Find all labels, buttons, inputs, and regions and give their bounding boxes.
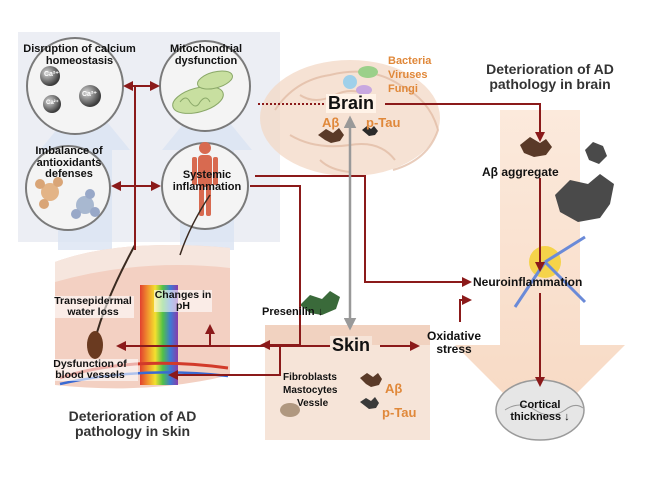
systemic-label: Systemic inflammation <box>172 169 242 193</box>
tewl-label: Transepidermal water loss <box>52 295 134 319</box>
cortical-label: Cortical thickness ↓ <box>510 399 570 423</box>
brain-abeta-label: Aβ <box>322 115 340 130</box>
antioxidant-label: Imbalance of antioxidants defenses <box>35 145 103 181</box>
ph-label: Changes in pH <box>154 289 212 313</box>
oxidative-label: Oxidative stress <box>426 329 482 356</box>
abeta-aggregate-icon <box>520 137 552 157</box>
skin-cell-mastocytes: Mastocytes <box>283 385 338 396</box>
bacteria-icon <box>343 75 357 89</box>
abeta-brain-icon <box>318 128 344 143</box>
aggregate-small-icon <box>585 142 607 164</box>
skin-cell-vessle: Vessle <box>297 398 329 409</box>
human-body-icon <box>192 142 218 216</box>
brain-pathway-title: Deterioration of AD pathology in brain <box>486 61 614 92</box>
ptau-skin-icon <box>360 397 379 409</box>
microbe-fungi: Fungi <box>388 83 418 95</box>
microbe-bacteria: Bacteria <box>388 55 432 67</box>
virus-icon <box>358 66 378 78</box>
presenilin-icon <box>300 291 340 315</box>
neuroinflammation-label: Neuroinflammation <box>473 275 583 289</box>
mitochondria-icon <box>172 70 234 114</box>
ptau-brain-icon <box>362 126 378 136</box>
systemic-to-neuro-arrow <box>255 175 472 287</box>
oxidative-to-neuro-arrow <box>459 295 472 322</box>
skin-abeta-label: Aβ <box>385 381 403 396</box>
ion-label: Ca²⁺ <box>44 71 59 78</box>
microbe-viruses: Viruses <box>388 69 428 81</box>
brain-to-aggregate-arrow <box>385 103 545 142</box>
skin-cell-fibroblasts: Fibroblasts <box>283 372 337 383</box>
ion-label: Ca²⁺ <box>46 100 59 106</box>
ion-sphere <box>79 85 101 107</box>
vessels-label: Dysfunction of blood vessels <box>42 358 138 382</box>
skin-to-vessels-arrow <box>168 346 281 380</box>
skin-block-right <box>265 325 430 440</box>
brain-title: Brain <box>326 93 377 113</box>
aggregate-blob-icon <box>555 174 614 222</box>
ion-sphere <box>43 95 61 113</box>
connectors <box>111 81 545 387</box>
calcium-label: Disruption of calcium homeostasis <box>23 43 136 67</box>
skin-title: Skin <box>330 335 373 355</box>
fungi-icon <box>356 85 372 95</box>
ion-label: Ca²⁺ <box>82 91 97 98</box>
skin-pathway-title: Deterioration of AD pathology in skin <box>68 408 197 439</box>
abeta-skin-icon <box>360 373 382 387</box>
skin-ptau-label: p-Tau <box>382 405 417 420</box>
brain-ptau-label: p-Tau <box>366 115 401 130</box>
aggregate-label: Aβ aggregate <box>482 165 559 179</box>
ion-sphere <box>40 66 60 86</box>
molecule-icon <box>35 177 100 219</box>
mito-label: Mitochondrial dysfunction <box>169 43 243 67</box>
presenilin-label: Presenilin ↓ <box>262 306 324 318</box>
